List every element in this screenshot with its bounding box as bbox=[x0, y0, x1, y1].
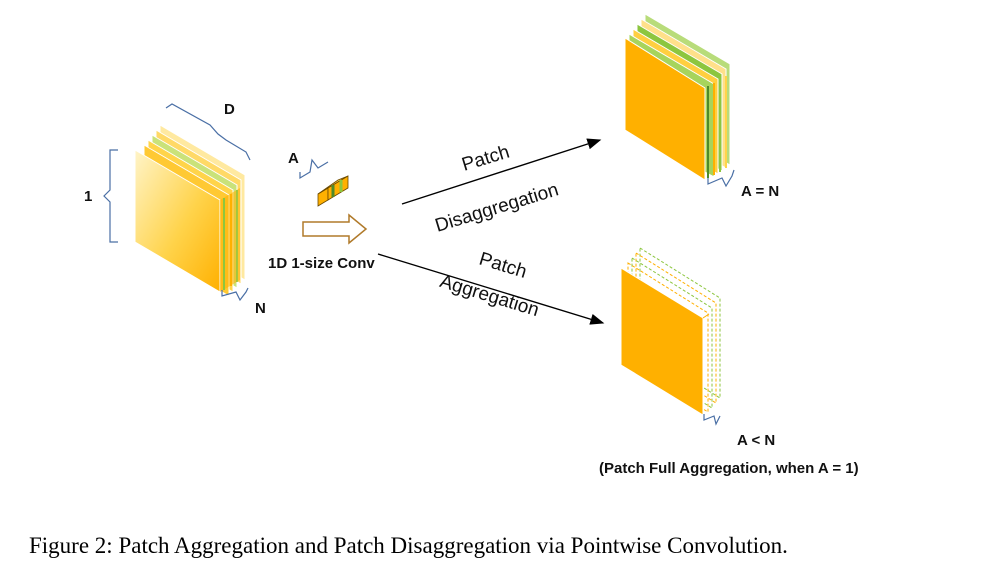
conv-kernel bbox=[317, 175, 349, 207]
label-patch-bottom: Patch bbox=[477, 249, 530, 283]
brace-a-lt-n bbox=[703, 414, 721, 426]
output-tensor-aggregated bbox=[620, 247, 721, 416]
brace-one bbox=[103, 149, 118, 243]
brace-n bbox=[221, 287, 249, 302]
brace-d bbox=[165, 103, 251, 161]
label-a-eq-n: A = N bbox=[741, 183, 779, 200]
label-a-lt-n: A < N bbox=[737, 432, 775, 449]
label-aggregation: Aggregation bbox=[437, 271, 541, 321]
label-conv: 1D 1-size Conv bbox=[268, 255, 375, 272]
figure-caption: Figure 2: Patch Aggregation and Patch Di… bbox=[29, 533, 788, 558]
label-one: 1 bbox=[84, 188, 92, 205]
hollow-arrow bbox=[302, 213, 368, 245]
brace-a-eq-n bbox=[707, 169, 735, 188]
arrow-disaggregation bbox=[401, 138, 602, 205]
input-tensor bbox=[134, 124, 246, 297]
label-d: D bbox=[224, 101, 235, 118]
arrow-aggregation bbox=[377, 253, 605, 325]
label-full-aggregation: (Patch Full Aggregation, when A = 1) bbox=[599, 460, 859, 477]
label-a: A bbox=[288, 150, 299, 167]
output-tensor-disaggregated bbox=[624, 13, 731, 181]
brace-a bbox=[299, 158, 329, 180]
label-n: N bbox=[255, 300, 266, 317]
